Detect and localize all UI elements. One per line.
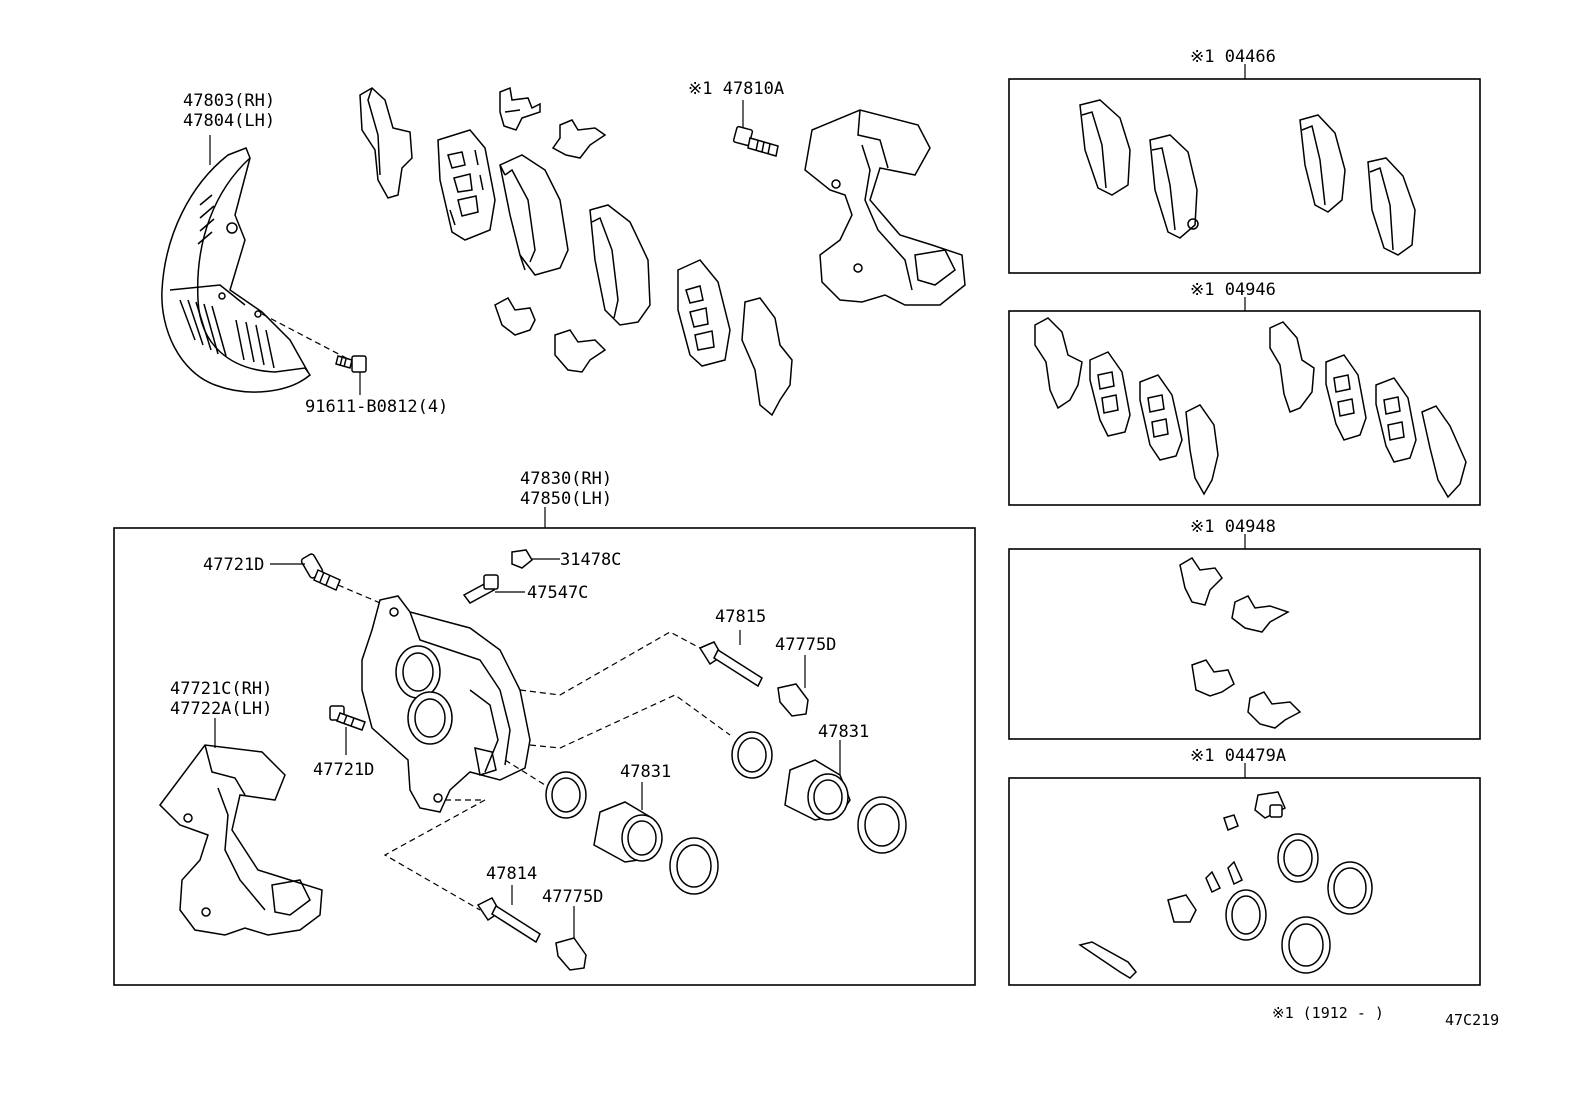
cap-31478c-label: 31478C — [560, 550, 621, 570]
kit-04946-label: ※1 04946 — [1190, 280, 1276, 300]
piston-seal-center[interactable] — [545, 771, 587, 819]
bolt-47721d-bottom-label: 47721D — [313, 760, 374, 780]
disc-brake-dust-cover[interactable] — [161, 147, 312, 393]
shield-bolt[interactable] — [335, 355, 367, 373]
anti-squeal-shim-2[interactable] — [677, 259, 731, 367]
pin-boot-47775d-upper[interactable] — [777, 683, 809, 717]
bleeder-cap-31478c[interactable] — [511, 549, 533, 569]
pad-support-plate-upper-1[interactable] — [499, 86, 541, 131]
shield-bolt-label: 91611-B0812(4) — [305, 397, 448, 417]
boot-47775d-upper-label: 47775D — [775, 635, 836, 655]
dust-boot-right[interactable] — [857, 796, 907, 854]
caliper-mount-bolt-top[interactable] — [732, 125, 779, 157]
shield-rh-label: 47803(RH) — [183, 91, 275, 111]
kit-04948-clips — [1179, 556, 1302, 729]
pin-47815-label: 47815 — [715, 607, 766, 627]
piston-47831-center[interactable] — [593, 801, 663, 863]
pad-support-plate-lower-2[interactable] — [554, 329, 607, 373]
slide-pin-47814[interactable] — [476, 897, 541, 944]
footnote: ※1 (1912 - ) — [1272, 1004, 1384, 1022]
piston-seal-right[interactable] — [731, 731, 773, 779]
mounting-lh-label: 47722A(LH) — [170, 699, 272, 719]
anti-squeal-shim-outer[interactable] — [359, 87, 413, 199]
disc-brake-pad-inner[interactable] — [499, 154, 569, 276]
kit-04946-shims — [1034, 317, 1467, 499]
diagram-code: 47C219 — [1445, 1011, 1499, 1029]
kit-04479a-seals — [1078, 791, 1373, 979]
piston-47831-right[interactable] — [784, 759, 851, 821]
bleeder-plug-47547c[interactable] — [462, 574, 499, 604]
pin-boot-47775d-lower[interactable] — [555, 937, 587, 971]
bleeder-47547c-label: 47547C — [527, 583, 588, 603]
kit-04466-pads — [1079, 99, 1416, 256]
pin-47814-label: 47814 — [486, 864, 537, 884]
kit-04479a-label: ※1 04479A — [1190, 746, 1286, 766]
shield-lh-label: 47804(LH) — [183, 111, 275, 131]
kit-box-04948[interactable] — [1008, 548, 1481, 740]
mount-bolt-label: ※1 47810A — [688, 79, 784, 99]
kit-04466-label: ※1 04466 — [1190, 47, 1276, 67]
mounting-rh-label: 47721C(RH) — [170, 679, 272, 699]
caliper-bolt-47721d-top[interactable] — [300, 553, 341, 592]
boot-47775d-lower-label: 47775D — [542, 887, 603, 907]
anti-squeal-shim-inner[interactable] — [741, 297, 793, 417]
caliper-lh-label: 47850(LH) — [520, 489, 612, 509]
caliper-mounting-bottom[interactable] — [159, 744, 323, 936]
piston-47831-center-label: 47831 — [620, 762, 671, 782]
kit-box-04479a[interactable] — [1008, 777, 1481, 986]
dust-boot-center[interactable] — [669, 837, 719, 895]
caliper-rh-label: 47830(RH) — [520, 469, 612, 489]
pad-support-plate-lower-1[interactable] — [494, 296, 536, 336]
caliper-bolt-47721d-bottom[interactable] — [329, 705, 366, 731]
kit-04948-label: ※1 04948 — [1190, 517, 1276, 537]
anti-squeal-shim-1[interactable] — [437, 129, 496, 241]
bolt-47721d-top-label: 47721D — [203, 555, 264, 575]
caliper-body[interactable] — [361, 595, 531, 813]
caliper-mounting-top[interactable] — [804, 109, 966, 306]
disc-brake-pad-outer[interactable] — [589, 204, 651, 326]
slide-pin-47815[interactable] — [698, 641, 763, 688]
pad-support-plate-upper-2[interactable] — [551, 119, 607, 159]
piston-47831-right-label: 47831 — [818, 722, 869, 742]
